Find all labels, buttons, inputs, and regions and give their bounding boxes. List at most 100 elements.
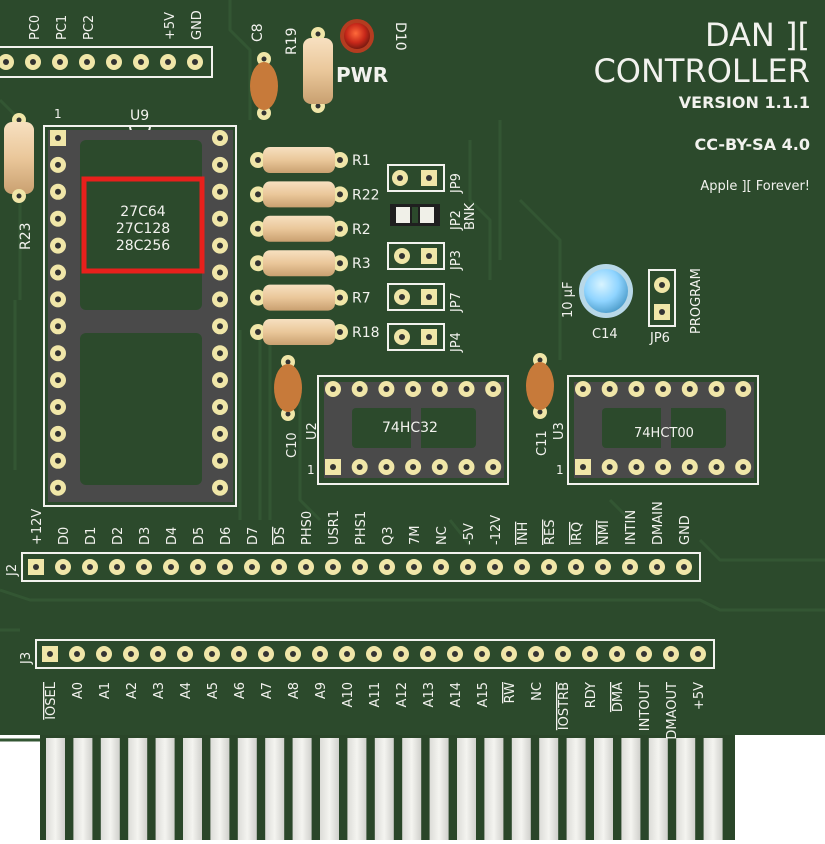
j3-pin: [258, 646, 274, 662]
j2-pin: [406, 559, 422, 575]
top-header-pin: [0, 54, 14, 70]
j2-pin-label: GND: [678, 515, 693, 545]
r19-resistor: R19: [284, 27, 333, 113]
j2-pin-label: USR1: [327, 510, 342, 545]
u9-pin: [212, 345, 228, 362]
u3-pin: [575, 381, 591, 397]
edge-finger: [265, 738, 285, 840]
j2-pin: [352, 559, 368, 575]
edge-finger: [374, 738, 394, 840]
j3-pin: [447, 646, 463, 662]
u3-pin: [628, 459, 645, 475]
j2-pin-label: INH: [516, 522, 531, 545]
resistor-r1: R1: [250, 147, 371, 173]
c8-label: C8: [250, 23, 266, 42]
u9-pin: [212, 130, 228, 146]
u3-pin: [708, 459, 725, 475]
j2-pin: [622, 559, 638, 575]
j3-pin-label: A7: [260, 682, 275, 699]
j2-pin-label: RES: [543, 520, 558, 546]
u2-pin: [485, 381, 502, 397]
top-header-pin: [25, 54, 41, 70]
u9-pin: [50, 425, 66, 442]
jp2-label: JP2: [449, 210, 464, 231]
r23-label: R23: [18, 222, 34, 250]
edge-finger: [347, 738, 367, 840]
u9-pin: [50, 237, 66, 254]
j3-pin-label: A0: [71, 682, 86, 699]
resistor-pad: [332, 324, 348, 340]
u9-pin: [212, 479, 228, 496]
u2-pin: [351, 381, 368, 397]
u3-part: 74HCT00: [634, 426, 694, 441]
resistor-pad: [332, 186, 348, 203]
j2-pin: [190, 559, 206, 575]
j2-pin-label: -5V: [462, 523, 477, 545]
j3-pin: [393, 646, 409, 662]
j2-pin-label: NC: [435, 526, 450, 545]
bnk-label: BNK: [463, 202, 478, 230]
edge-finger: [511, 738, 531, 840]
j3-pin: [69, 646, 85, 662]
edge-finger: [73, 738, 93, 840]
j3-pin-label: IOSEL: [44, 681, 59, 720]
j3-pin: [636, 646, 652, 662]
j3-pin: [123, 646, 139, 662]
j3-pin: [555, 646, 571, 662]
j3-pin-label: A5: [206, 682, 221, 699]
u9-pin: [50, 156, 66, 173]
top-header-pin: [160, 54, 176, 70]
j2-pin-label: Q3: [381, 526, 396, 545]
resistor-r18: R18: [250, 319, 380, 345]
u9-pin: [50, 318, 66, 335]
j2-pin-label: D5: [192, 527, 207, 545]
j3-pin: [204, 646, 220, 662]
j2-pin-label: D3: [138, 527, 153, 545]
u3-pin: [681, 459, 698, 475]
u9-pin: [212, 399, 228, 415]
resistor-pad: [250, 186, 266, 203]
c14-label: C14: [592, 327, 618, 342]
u3-pin: [628, 381, 645, 397]
u9-pin: [212, 372, 228, 389]
j2-pin: [298, 559, 314, 575]
u3-pin: [681, 381, 698, 397]
edge-finger: [402, 738, 422, 840]
board-version: VERSION 1.1.1: [679, 93, 810, 112]
j2-pin: [325, 559, 341, 575]
j2-pin: [568, 559, 584, 575]
j3-pin-label: A13: [422, 682, 437, 707]
j3-pin: [690, 646, 706, 662]
j2-pin: [109, 559, 125, 575]
u3-pin: [601, 381, 618, 397]
j2-pin: [163, 559, 179, 575]
j2-pin: [460, 559, 476, 575]
j2-pin-label: IRQ: [570, 522, 585, 545]
u2-pin: [485, 459, 502, 475]
resistor-label: R18: [352, 325, 380, 341]
j2-pin: [82, 559, 98, 575]
j2-pin-label: DS: [273, 527, 288, 545]
j2-pin-label: NMI: [597, 520, 612, 545]
resistor-pad: [332, 289, 348, 306]
edge-finger: [320, 738, 339, 840]
u2-pin: [405, 381, 422, 397]
j3-pin-label: A12: [395, 682, 410, 707]
r23-resistor: R23: [4, 113, 34, 250]
program-label: PROGRAM: [689, 268, 704, 334]
jp6-program-jumper: PROGRAM JP6: [648, 268, 704, 346]
top-header-pin: [106, 54, 122, 70]
u9-pin: [50, 210, 66, 227]
j2-pin-label: D7: [246, 527, 261, 545]
j3-pin: [177, 646, 193, 662]
u3-label: U3: [552, 422, 567, 440]
u9-pin: [50, 479, 66, 496]
u2-part: 74HC32: [382, 420, 438, 436]
d10-label: D10: [392, 22, 408, 51]
resistor-pad: [250, 289, 266, 306]
j2-pin-label: D1: [84, 527, 99, 545]
